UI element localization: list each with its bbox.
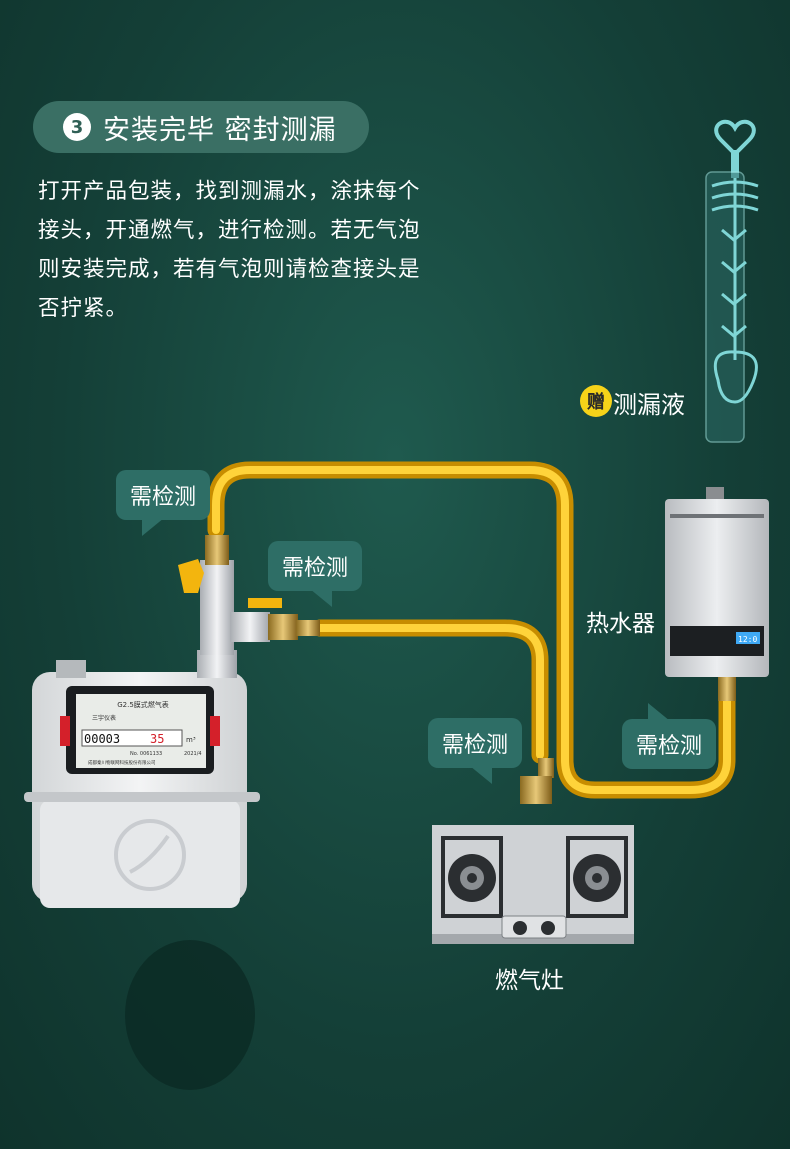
check-callout-valve-top: 需检测 [116,470,210,536]
instruction-line: 否拧紧。 [38,296,129,321]
meter-unit: m³ [186,736,196,744]
meter-maker: 成都秦川物联网科技股份有限公司 [88,759,156,766]
meter-digits: 00003 [84,732,120,746]
step-heading: 3 安装完毕 密封测漏 [33,101,369,153]
meter-serial: No. 0061133 [130,751,162,757]
leak-test-bottle [705,119,759,443]
meter-decimals: 35 [150,732,164,746]
heater-label: 热水器 [586,611,655,637]
gas-stove [432,758,634,944]
gift-badge: 赠 [580,385,612,417]
instruction-text: 打开产品包装，找到测漏水，涂抹每个 接头，开通燃气，进行检测。若无气泡 则安装完… [38,172,488,328]
check-callout-heater: 需检测 [622,703,716,769]
meter-brand: 三宇仪表 [92,714,116,722]
heater-display: 12:0 [738,635,757,644]
gas-meter: G2.5膜式燃气表 三宇仪表 00003 35 m³ No. 0061133 2… [24,660,260,908]
stove-label: 燃气灶 [495,968,564,994]
step-title: 安装完毕 密封测漏 [103,114,337,146]
gift-label: 测漏液 [613,391,685,419]
instruction-line: 接头，开通燃气，进行检测。若无气泡 [38,218,421,243]
valve-handle-icon [178,559,204,593]
instruction-line: 打开产品包装，找到测漏水，涂抹每个 [38,179,421,204]
gas-hoses [207,461,736,799]
valve-handle-icon [248,598,282,608]
meter-model: G2.5膜式燃气表 [117,700,169,709]
step-number-badge: 3 [63,113,91,141]
check-callout-stove: 需检测 [428,718,522,784]
water-heater: 12:0 [665,487,769,701]
shadow-blob [125,940,255,1090]
valve-assembly [178,535,320,678]
instruction-line: 则安装完成，若有气泡则请检查接头是 [38,257,421,282]
check-callout-valve-side: 需检测 [268,541,362,607]
meter-year: 2021/4 [184,751,202,757]
